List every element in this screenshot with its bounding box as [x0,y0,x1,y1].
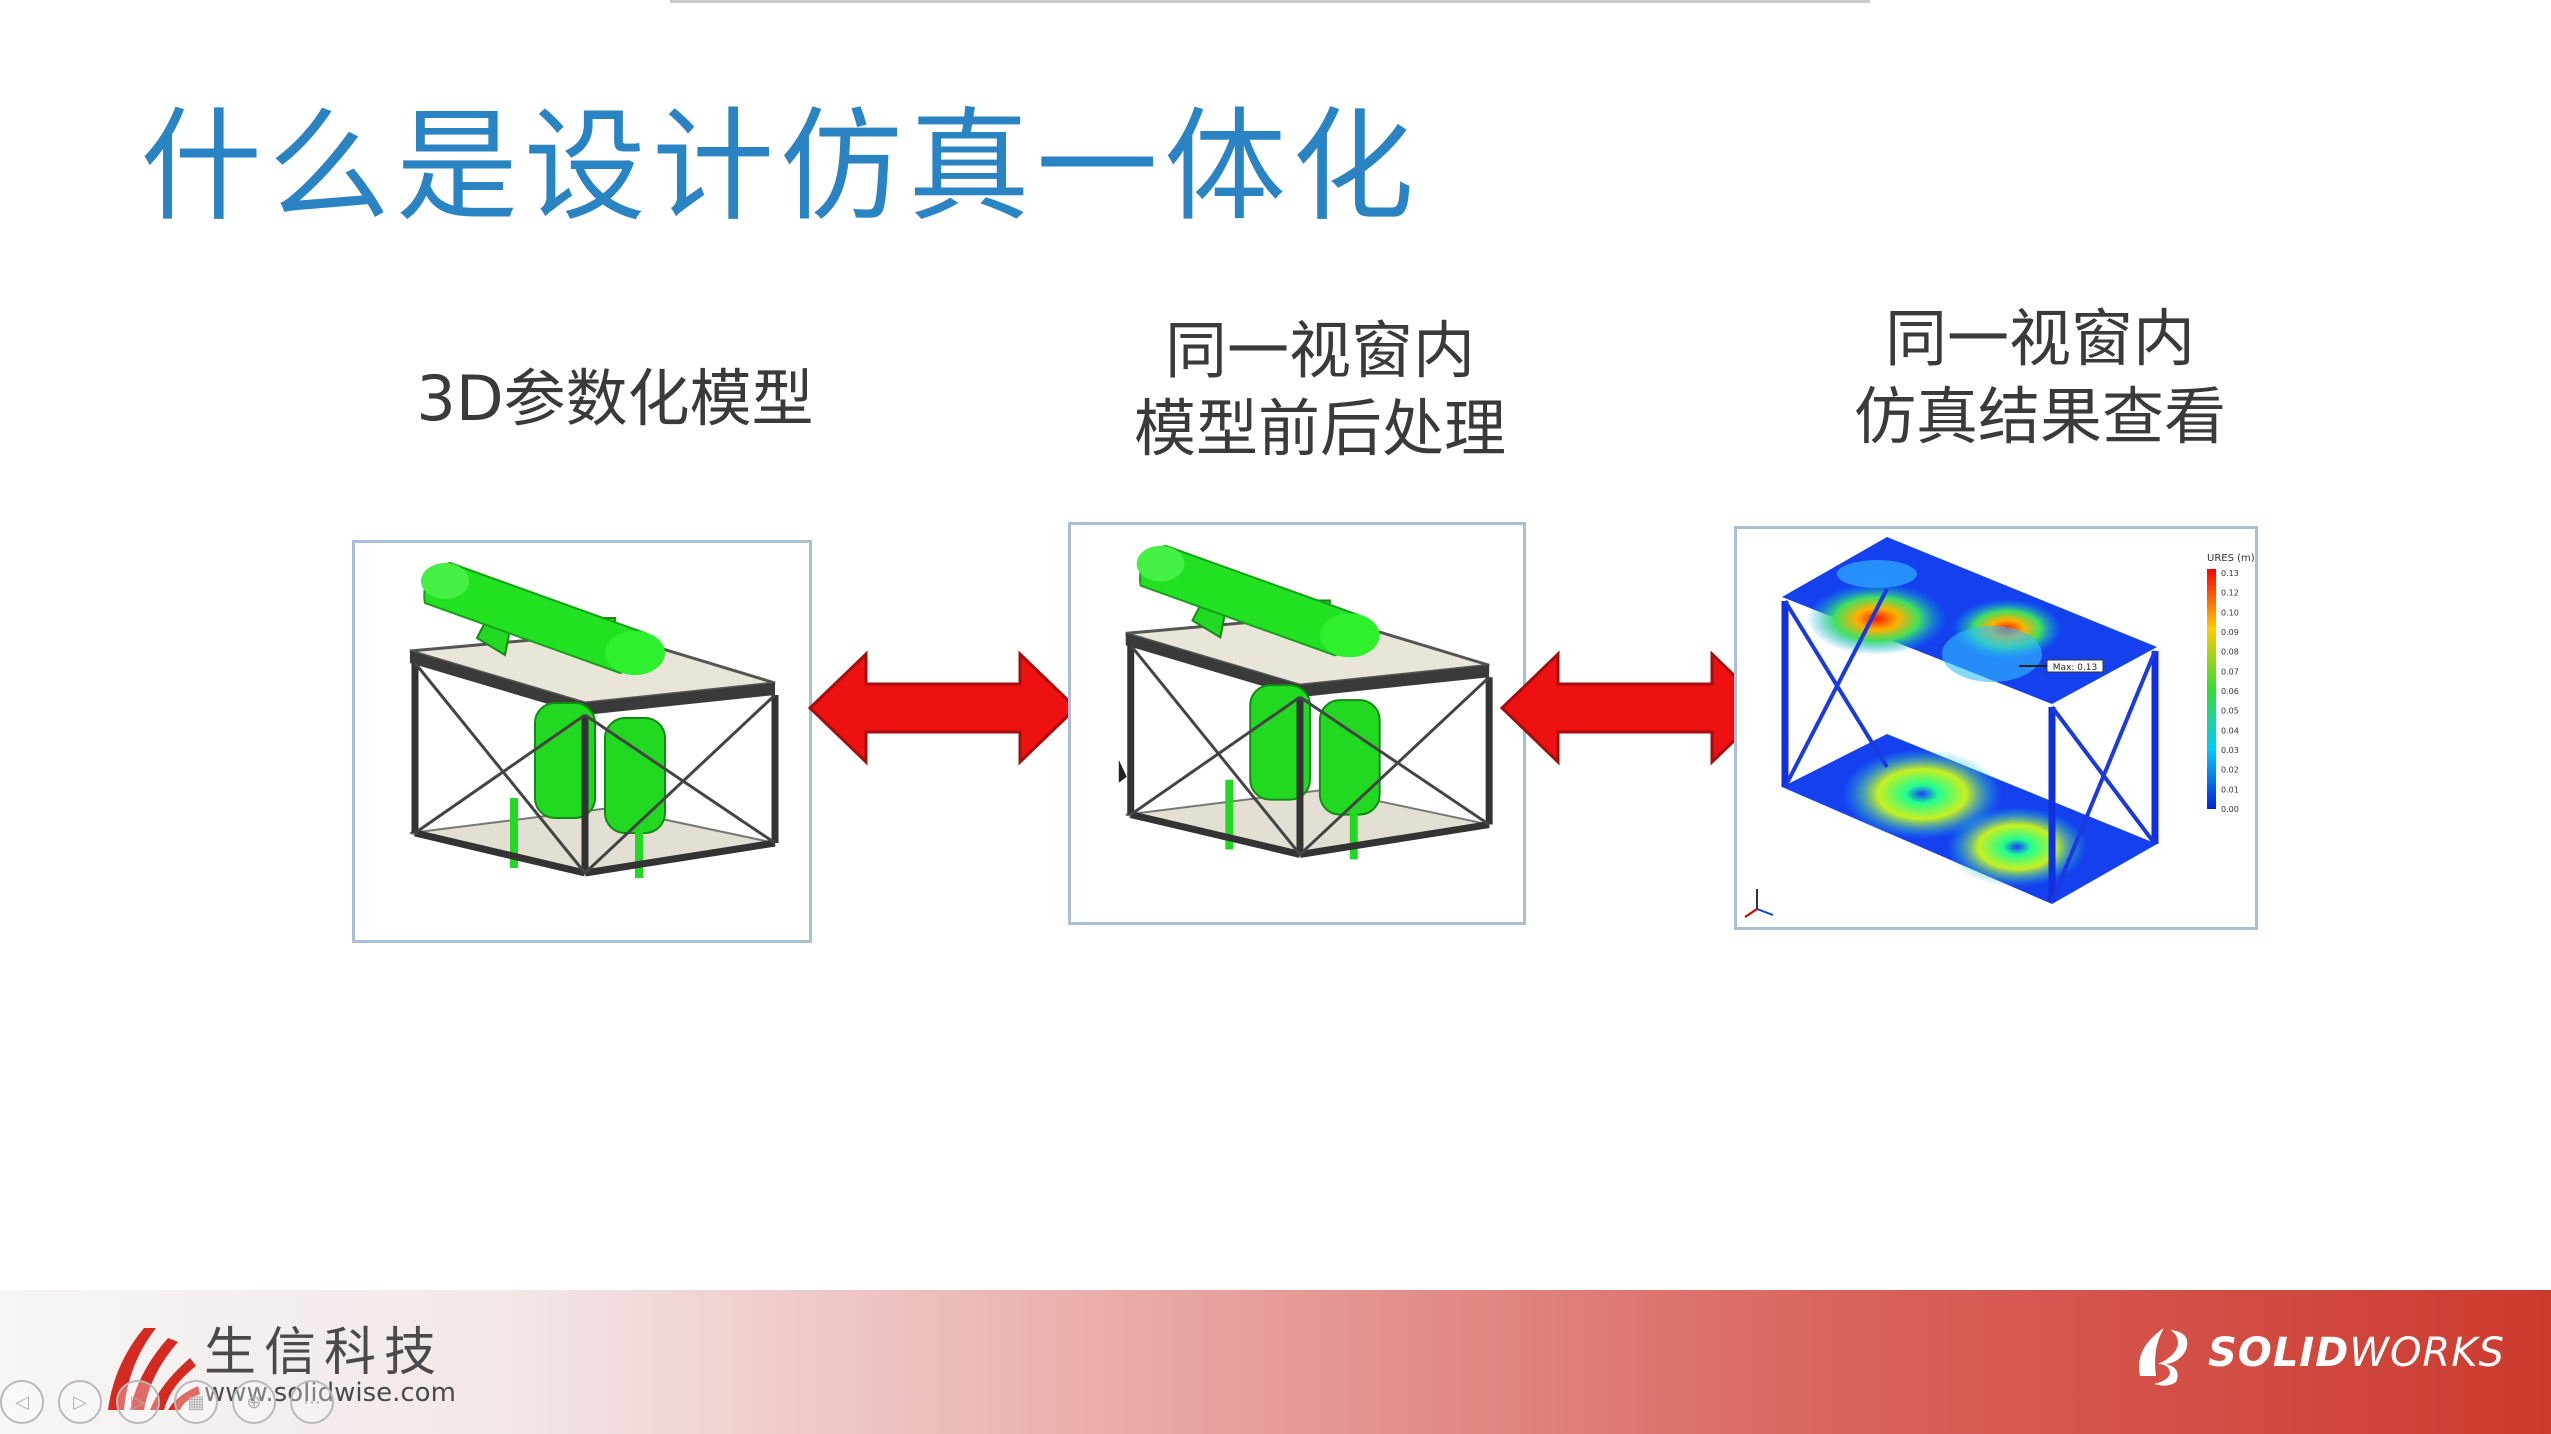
legend-tick-label: 0.08 [2221,648,2239,657]
pages-icon[interactable]: ▦ [174,1380,218,1424]
legend-tick-label: 0.01 [2221,785,2239,794]
brand-bold: SOLID [2208,1330,2350,1376]
caption-line: 3D参数化模型 [416,362,814,435]
legend-ticks: 0.13 0.12 0.10 0.09 0.08 0.07 0.06 0.05 0.04 0.03… [2221,569,2239,814]
brand-rest: WORKS [2349,1330,2505,1376]
caption-pre-post-processing: 同一视窗内 模型前后处理 [1080,312,1560,468]
cursor-icon [1118,759,1127,783]
displacement-plot: Max: 0.13 URES (m) 0.130.120.100.090.080… [1744,537,2255,918]
player-controls: ◁ ▷ ▷ ▦ ⊕ ⋯ [0,1380,334,1424]
top-divider [670,0,1870,3]
cad-model-image [352,540,812,943]
double-arrow-icon [1500,650,1770,766]
legend-tick-label: 0.07 [2221,667,2239,676]
legend-tick-label: 0.02 [2221,766,2239,775]
legend-tick-label: 0.06 [2221,687,2239,696]
footer-band: 生信科技 www.solidwise.com SOLIDWORKS [0,1290,2551,1434]
caption-parametric-model: 3D参数化模型 [395,360,835,438]
legend-title: URES (m) [2207,553,2255,564]
color-legend-bar [2207,569,2216,809]
legend-tick-label: 0.10 [2221,608,2239,617]
legend-tick-label: 0.00 [2221,805,2239,814]
legend-tick-label: 0.04 [2221,726,2239,735]
more-icon[interactable]: ⋯ [290,1380,334,1424]
play-icon[interactable]: ▷ [58,1380,102,1424]
pre-post-processing-image [1068,522,1526,925]
ds-logo-icon [2139,1328,2188,1386]
skid-model-illustration [1118,544,1493,860]
max-label: Max: 0.13 [2053,663,2098,673]
solidworks-wordmark: SOLIDWORKS [2208,1330,2505,1376]
legend-tick-label: 0.03 [2221,746,2239,755]
axis-triad-icon [1744,889,1774,918]
caption-simulation-results: 同一视窗内 仿真结果查看 [1800,300,2280,456]
caption-line: 模型前后处理 [1133,392,1506,465]
double-arrow-icon [808,650,1078,766]
caption-line: 同一视窗内 [1164,314,1475,387]
caption-line: 仿真结果查看 [1853,380,2226,453]
legend-tick-label: 0.12 [2221,589,2239,598]
solidworks-logo: SOLIDWORKS [2130,1318,2505,1388]
next-icon[interactable]: ▷ [116,1380,160,1424]
legend-tick-label: 0.09 [2221,628,2239,637]
skid-model-illustration [409,561,779,878]
legend-tick-label: 0.13 [2221,569,2239,578]
caption-line: 同一视窗内 [1884,302,2195,375]
slide-title: 什么是设计仿真一体化 [140,96,1420,238]
prev-icon[interactable]: ◁ [0,1380,44,1424]
company-name: 生信科技 [204,1323,445,1383]
zoom-icon[interactable]: ⊕ [232,1380,276,1424]
legend-tick-label: 0.05 [2221,707,2239,716]
